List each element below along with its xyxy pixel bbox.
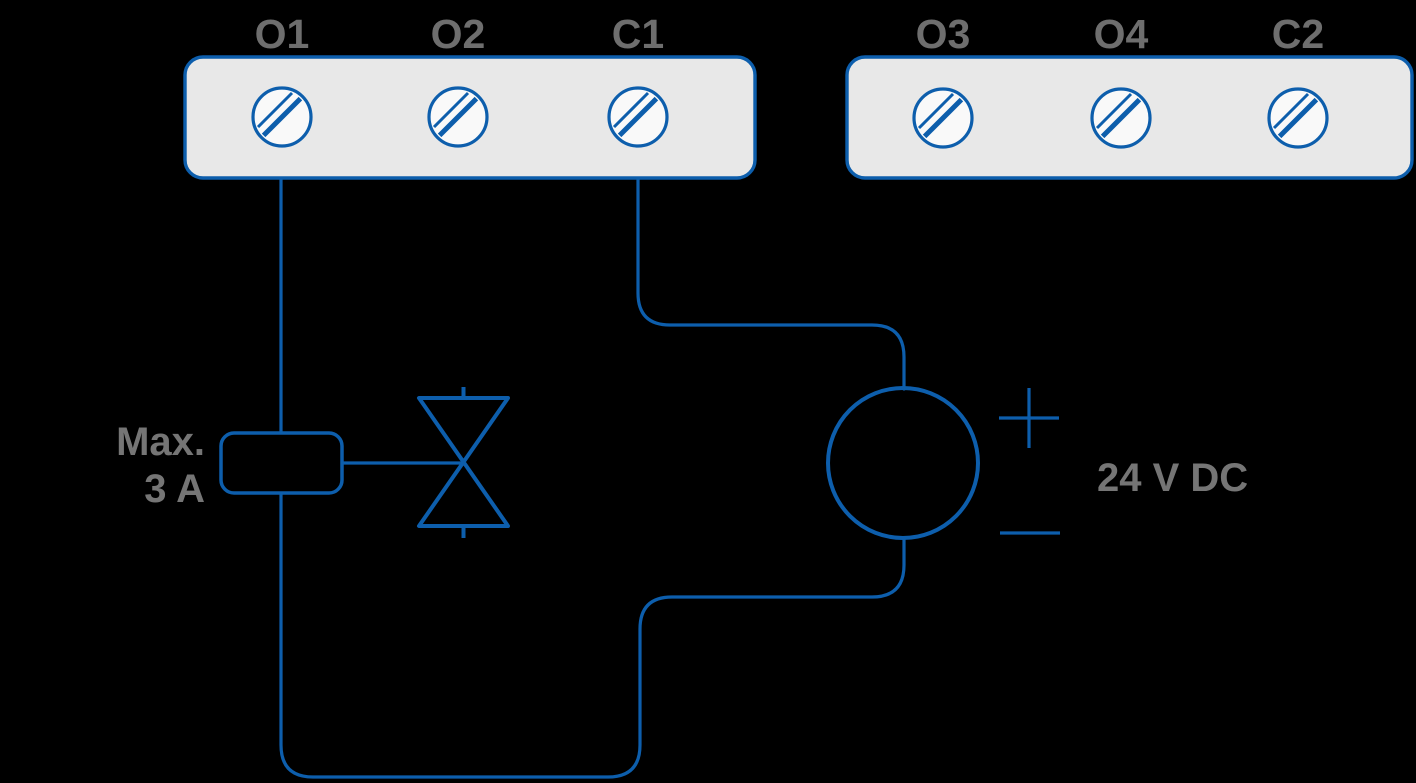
plus-icon: [999, 388, 1059, 448]
terminal-label-c1: C1: [612, 11, 664, 57]
terminal-label-o1: O1: [255, 11, 310, 57]
terminal-label-o3: O3: [916, 11, 971, 57]
screw-terminal-o1-icon: [251, 86, 313, 148]
wire-c1-to-supply-positive: [636, 176, 906, 391]
screw-terminal-c2-icon: [1267, 87, 1329, 149]
screw-terminal-o4-icon: [1090, 87, 1152, 149]
max-current-label-line2: 3 A: [144, 467, 205, 511]
supply-voltage-label: 24 V DC: [1097, 456, 1248, 500]
screw-terminal-o3-icon: [912, 87, 974, 149]
max-current-contact-box: [219, 431, 344, 495]
terminal-label-c2: C2: [1272, 11, 1324, 57]
valve-icon: [417, 387, 510, 538]
screw-terminal-o2-icon: [427, 86, 489, 148]
terminal-label-o4: O4: [1094, 11, 1149, 57]
screw-terminal-c1-icon: [607, 86, 669, 148]
wire-o1-to-supply-negative: [279, 176, 906, 779]
dc-source-icon: [826, 386, 980, 540]
terminal-label-o2: O2: [431, 11, 486, 57]
max-current-label-line1: Max.: [116, 420, 205, 464]
